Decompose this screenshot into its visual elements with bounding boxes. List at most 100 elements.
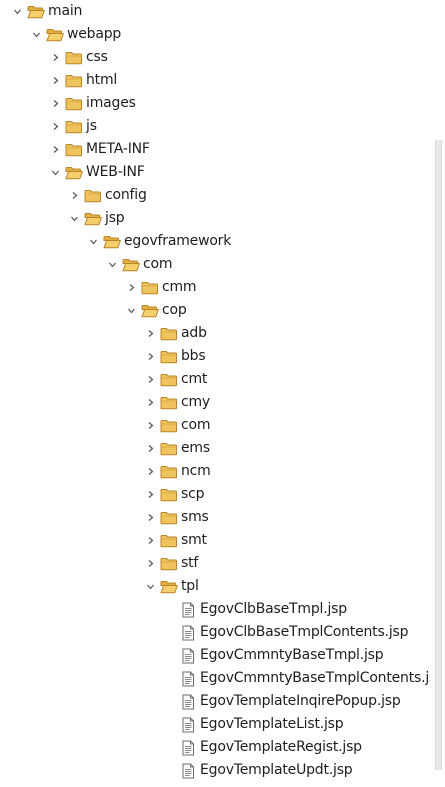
tree-folder-item[interactable]: cmy: [0, 391, 430, 414]
tree-item-label: EgovTemplateInqirePopup.jsp: [200, 693, 401, 709]
folder-icon: [160, 510, 178, 526]
tree-folder-item[interactable]: config: [0, 184, 430, 207]
tree-item-label: META-INF: [86, 141, 150, 157]
tree-file-item[interactable]: EgovCmmntyBaseTmpl.jsp: [0, 644, 430, 667]
chevron-down-icon[interactable]: [85, 230, 101, 253]
tree-folder-item[interactable]: cop: [0, 299, 430, 322]
tree-item-label: WEB-INF: [86, 164, 145, 180]
chevron-right-icon[interactable]: [142, 414, 158, 437]
tree-file-item[interactable]: EgovClbBaseTmpl.jsp: [0, 598, 430, 621]
tree-folder-item[interactable]: WEB-INF: [0, 161, 430, 184]
chevron-right-icon[interactable]: [47, 115, 63, 138]
folder-icon: [160, 441, 178, 457]
chevron-right-icon[interactable]: [142, 437, 158, 460]
chevron-right-icon[interactable]: [142, 345, 158, 368]
tree-item-label: EgovTemplateRegist.jsp: [200, 739, 362, 755]
tree-item-label: css: [86, 49, 108, 65]
tree-folder-item[interactable]: html: [0, 69, 430, 92]
chevron-right-icon[interactable]: [142, 322, 158, 345]
folder-icon: [160, 533, 178, 549]
scrollbar-thumb[interactable]: [435, 140, 442, 770]
tree-folder-item[interactable]: sms: [0, 506, 430, 529]
tree-folder-item[interactable]: scp: [0, 483, 430, 506]
tree-item-label: scp: [181, 486, 205, 502]
tree-file-item[interactable]: EgovClbBaseTmplContents.jsp: [0, 621, 430, 644]
tree-file-item[interactable]: EgovTemplateInqirePopup.jsp: [0, 690, 430, 713]
chevron-right-icon[interactable]: [142, 391, 158, 414]
tree-file-item[interactable]: EgovTemplateRegist.jsp: [0, 736, 430, 759]
chevron-right-icon[interactable]: [142, 529, 158, 552]
tree-folder-item[interactable]: egovframework: [0, 230, 430, 253]
tree-item-label: cmy: [181, 394, 211, 410]
tree-folder-item[interactable]: webapp: [0, 23, 430, 46]
tree-item-label: adb: [181, 325, 207, 341]
tree-item-label: bbs: [181, 348, 206, 364]
tree-folder-item[interactable]: com: [0, 414, 430, 437]
chevron-down-icon[interactable]: [123, 299, 139, 322]
tree-folder-item[interactable]: js: [0, 115, 430, 138]
tree-item-label: EgovTemplateList.jsp: [200, 716, 344, 732]
folder-open-icon: [122, 257, 140, 273]
tree-file-item[interactable]: EgovCmmntyBaseTmplContents.jsp: [0, 667, 430, 690]
tree-item-label: cmm: [162, 279, 197, 295]
tree-folder-item[interactable]: META-INF: [0, 138, 430, 161]
chevron-right-icon[interactable]: [123, 276, 139, 299]
folder-icon: [160, 418, 178, 434]
tree-folder-item[interactable]: cmt: [0, 368, 430, 391]
tree-folder-item[interactable]: css: [0, 46, 430, 69]
tree-item-label: sms: [181, 509, 209, 525]
tree-item-label: com: [143, 256, 173, 272]
jsp-file-icon: [179, 648, 197, 664]
chevron-down-icon[interactable]: [9, 0, 25, 23]
tree-folder-item[interactable]: ems: [0, 437, 430, 460]
chevron-right-icon[interactable]: [66, 184, 82, 207]
tree-folder-item[interactable]: com: [0, 253, 430, 276]
tree-file-item[interactable]: EgovTemplateList.jsp: [0, 713, 430, 736]
chevron-right-icon[interactable]: [142, 552, 158, 575]
tree-folder-item[interactable]: adb: [0, 322, 430, 345]
chevron-right-icon[interactable]: [142, 460, 158, 483]
tree-item-label: EgovClbBaseTmplContents.jsp: [200, 624, 409, 640]
folder-icon: [65, 73, 83, 89]
jsp-file-icon: [179, 717, 197, 733]
folder-icon: [141, 280, 159, 296]
chevron-right-icon[interactable]: [47, 92, 63, 115]
tree-item-label: config: [105, 187, 147, 203]
tree-folder-item[interactable]: stf: [0, 552, 430, 575]
tree-folder-item[interactable]: smt: [0, 529, 430, 552]
tree-folder-item[interactable]: ncm: [0, 460, 430, 483]
tree-item-label: com: [181, 417, 211, 433]
chevron-down-icon[interactable]: [28, 23, 44, 46]
tree-folder-item[interactable]: main: [0, 0, 430, 23]
chevron-right-icon[interactable]: [142, 483, 158, 506]
tree-folder-item[interactable]: tpl: [0, 575, 430, 598]
chevron-right-icon[interactable]: [142, 368, 158, 391]
folder-open-icon: [65, 165, 83, 181]
tree-item-label: smt: [181, 532, 207, 548]
tree-folder-item[interactable]: images: [0, 92, 430, 115]
tree-item-label: EgovTemplateUpdt.jsp: [200, 762, 353, 778]
vertical-scrollbar[interactable]: [430, 0, 445, 787]
tree-folder-item[interactable]: cmm: [0, 276, 430, 299]
chevron-right-icon[interactable]: [47, 46, 63, 69]
tree-file-item[interactable]: EgovTemplateUpdt.jsp: [0, 759, 430, 782]
chevron-down-icon[interactable]: [142, 575, 158, 598]
chevron-right-icon[interactable]: [47, 69, 63, 92]
jsp-file-icon: [179, 763, 197, 779]
folder-icon: [160, 487, 178, 503]
jsp-file-icon: [179, 694, 197, 710]
folder-icon: [160, 372, 178, 388]
chevron-down-icon[interactable]: [104, 253, 120, 276]
chevron-down-icon[interactable]: [47, 161, 63, 184]
folder-icon: [65, 96, 83, 112]
jsp-file-icon: [179, 602, 197, 618]
jsp-file-icon: [179, 671, 197, 687]
chevron-right-icon[interactable]: [142, 506, 158, 529]
folder-icon: [160, 395, 178, 411]
chevron-down-icon[interactable]: [66, 207, 82, 230]
jsp-file-icon: [179, 740, 197, 756]
chevron-right-icon[interactable]: [47, 138, 63, 161]
tree-folder-item[interactable]: jsp: [0, 207, 430, 230]
tree-folder-item[interactable]: bbs: [0, 345, 430, 368]
